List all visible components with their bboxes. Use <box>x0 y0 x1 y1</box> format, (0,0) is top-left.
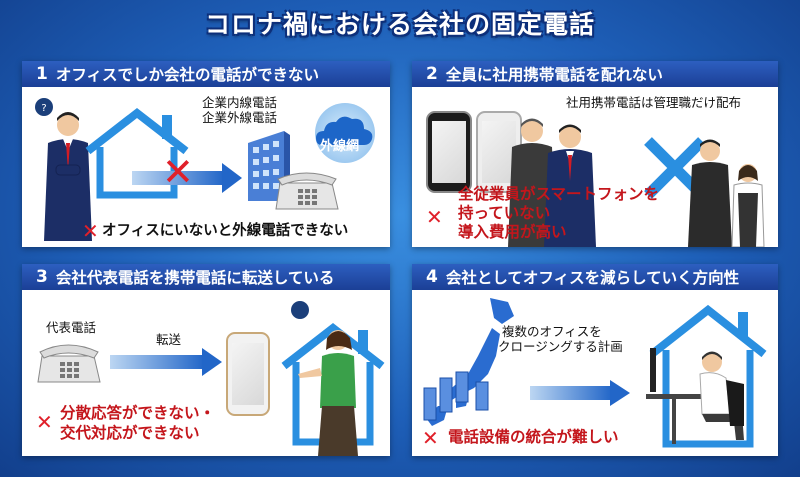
arrow-right-icon <box>110 348 222 376</box>
panel-1-heading: オフィスでしか会社の電話ができない <box>55 66 320 84</box>
panel-2-header: 2 全員に社用携帯電話を配れない <box>412 61 778 87</box>
panel-4-header: 4 会社としてオフィスを減らしていく方向性 <box>412 264 778 290</box>
businessman-figure: ? <box>35 98 92 241</box>
remote-worker-figure <box>646 348 744 444</box>
panel-2-problem-line-2: 持っていない <box>458 204 551 222</box>
panel-3-problem-line-1: 分散応答ができない・ <box>60 404 216 422</box>
panel-3-problem-line-2: 交代対応ができない <box>60 424 200 442</box>
page-title: コロナ禍における会社の固定電話 <box>204 10 595 39</box>
cloud-label: 外線網 <box>320 139 360 154</box>
panel-2-problem-line-1: 全従業員がスマートフォンを <box>458 185 660 203</box>
panel-1-problem: オフィスにいないと外線電話できない <box>102 223 349 239</box>
panel-4-number: 4 <box>426 267 438 287</box>
plan-line-2: クロージングする計画 <box>498 339 623 354</box>
arrow-right-icon <box>132 163 242 193</box>
problem-x-icon: ✕ <box>422 426 439 450</box>
panel-2-heading: 全員に社用携帯電話を配れない <box>445 66 663 84</box>
svg-text:?: ? <box>41 103 46 114</box>
phone-label: 代表電話 <box>46 320 97 335</box>
panel-4: 4 会社としてオフィスを減らしていく方向性 複数のオフィスを クロージングする計… <box>412 264 778 456</box>
smartphone-icon <box>226 332 270 416</box>
problem-x-icon: ✕ <box>426 205 443 229</box>
panel-2-number: 2 <box>426 64 438 84</box>
office-building-icon <box>248 131 290 201</box>
panel-3-number: 3 <box>36 267 48 287</box>
panel-3-header: 3 会社代表電話を携帯電話に転送している <box>22 264 390 290</box>
desk-phone-icon <box>275 172 339 210</box>
line-label-internal: 企業内線電話 <box>202 95 278 110</box>
managers-figure <box>508 118 596 247</box>
panel-1-header: 1 オフィスでしか会社の電話ができない <box>22 61 390 87</box>
title-bar: コロナ禍における会社の固定電話 <box>0 0 800 46</box>
woman-figure <box>291 301 358 456</box>
problem-x-icon: ✕ <box>82 219 99 243</box>
panel-1-number: 1 <box>36 64 48 84</box>
office-buildings-icon <box>423 371 489 421</box>
problem-x-icon: ✕ <box>36 410 53 434</box>
cloud-icon <box>315 103 375 163</box>
arrow-right-icon <box>530 380 630 406</box>
plan-line-1: 複数のオフィスを <box>502 324 602 339</box>
panel-2-problem-line-3: 導入費用が高い <box>458 223 567 241</box>
office-chair-icon <box>726 380 744 426</box>
panel-1: 1 オフィスでしか会社の電話ができない ? ✕ 企業内線電話 企業外線電話 <box>22 61 390 247</box>
panel-4-heading: 会社としてオフィスを減らしていく方向性 <box>445 269 740 287</box>
employees-figure <box>688 139 765 247</box>
worry-bubble-icon <box>35 98 53 116</box>
panel-2-label: 社用携帯電話は管理職だけ配布 <box>566 95 742 110</box>
line-label-external: 企業外線電話 <box>202 110 278 125</box>
panel-2: 2 全員に社用携帯電話を配れない 社用携帯電話は管理職だけ配布 ✕ 全従業員がス… <box>412 61 778 247</box>
transfer-label: 転送 <box>156 332 182 347</box>
worry-bubble-icon <box>291 301 309 319</box>
panel-3-heading: 会社代表電話を携帯電話に転送している <box>55 269 335 287</box>
monitor-icon <box>650 348 656 392</box>
panel-3: 3 会社代表電話を携帯電話に転送している 代表電話 転送 ✕ 分散応答ができない… <box>22 264 390 456</box>
panel-4-problem: 電話設備の統合が難しい <box>448 428 619 446</box>
blocked-x-icon: ✕ <box>162 150 194 194</box>
smartphone-black-icon <box>426 111 472 193</box>
desk-phone-icon <box>37 344 101 383</box>
